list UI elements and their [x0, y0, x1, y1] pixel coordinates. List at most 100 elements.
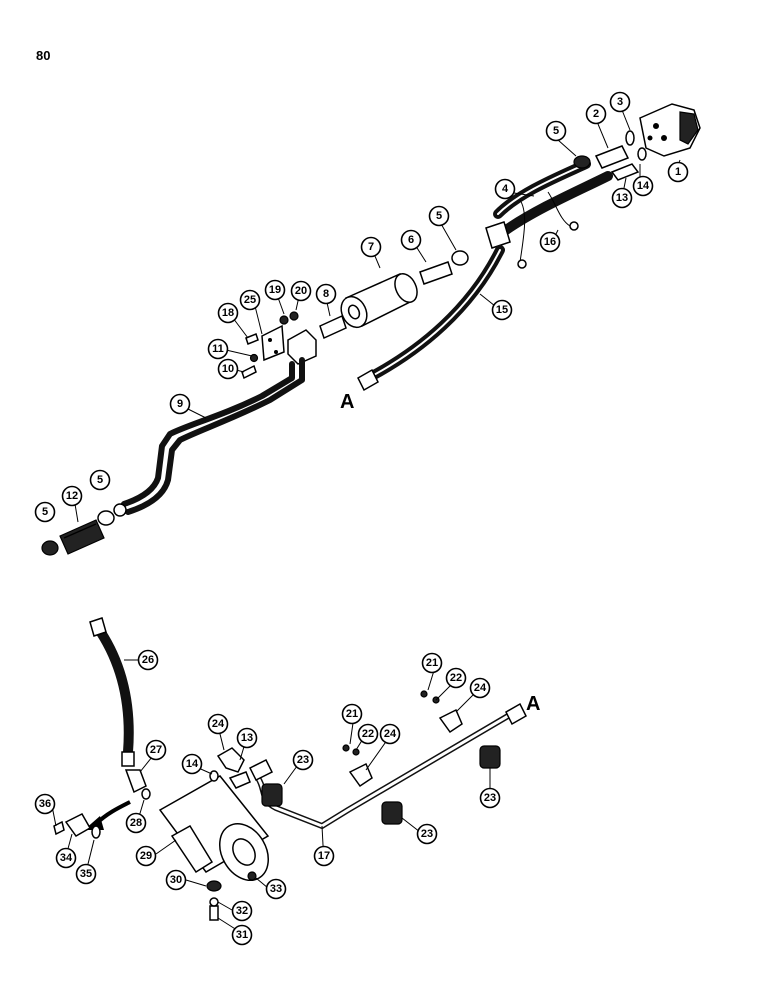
svg-text:2: 2	[593, 108, 599, 120]
callout-labels: 1 2 3 4 5 5 5 5 6 7 8 9 10 11 12 13 13 1…	[34, 91, 689, 946]
svg-text:32: 32	[236, 905, 248, 917]
callout-6: 6	[400, 229, 422, 251]
svg-text:25: 25	[244, 294, 256, 306]
callout-22a: 22	[445, 667, 467, 689]
svg-text:19: 19	[269, 284, 281, 296]
bracket-hardware	[241, 311, 299, 380]
svg-text:24: 24	[384, 728, 397, 740]
svg-text:5: 5	[436, 210, 442, 222]
hose-elbow	[485, 221, 511, 249]
svg-text:10: 10	[222, 363, 234, 375]
filter-fitting	[419, 261, 453, 285]
svg-text:12: 12	[66, 490, 78, 502]
tube-block	[287, 329, 317, 365]
callout-5a: 5	[545, 120, 567, 142]
callout-16: 16	[539, 231, 561, 253]
callout-31: 31	[231, 924, 253, 946]
pump-body	[639, 103, 701, 157]
oil-cooler-canister	[158, 775, 270, 881]
svg-text:7: 7	[368, 241, 374, 253]
svg-text:35: 35	[80, 868, 92, 880]
svg-text:22: 22	[362, 728, 374, 740]
svg-text:6: 6	[408, 234, 414, 246]
callout-18: 18	[217, 302, 239, 324]
callout-17: 17	[313, 845, 335, 867]
svg-text:29: 29	[140, 850, 152, 862]
elbow-fitting	[124, 769, 151, 800]
svg-text:21: 21	[346, 708, 358, 720]
suction-hose	[493, 159, 613, 235]
canister-hardware	[206, 871, 257, 921]
clamp-straps	[517, 191, 579, 269]
callout-29: 29	[135, 845, 157, 867]
callout-24c: 24	[469, 677, 491, 699]
callout-25: 25	[239, 289, 261, 311]
svg-text:33: 33	[270, 883, 282, 895]
svg-text:11: 11	[212, 343, 224, 355]
callout-5b: 5	[428, 205, 450, 227]
svg-text:23: 23	[297, 754, 309, 766]
callout-24b: 24	[379, 723, 401, 745]
rubber-grommet	[261, 745, 501, 825]
svg-text:18: 18	[222, 307, 234, 319]
callout-23a: 23	[292, 749, 314, 771]
callout-21b: 21	[341, 703, 363, 725]
svg-text:31: 31	[236, 929, 248, 941]
callout-3: 3	[609, 91, 631, 113]
filter-housing	[340, 273, 418, 329]
callout-23b: 23	[416, 823, 438, 845]
callout-13b: 13	[236, 727, 258, 749]
callout-28: 28	[125, 812, 147, 834]
pump-fittings	[594, 130, 647, 181]
callout-32: 32	[231, 900, 253, 922]
mounting-bracket	[261, 324, 285, 362]
callout-12: 12	[61, 485, 83, 507]
svg-text:20: 20	[295, 285, 307, 297]
svg-text:5: 5	[42, 506, 48, 518]
svg-text:14: 14	[637, 180, 650, 192]
pressure-hose	[357, 245, 505, 392]
callout-30: 30	[165, 869, 187, 891]
callout-27: 27	[145, 739, 167, 761]
svg-text:30: 30	[170, 874, 182, 886]
callout-22b: 22	[357, 723, 379, 745]
svg-text:24: 24	[474, 682, 487, 694]
svg-text:8: 8	[323, 288, 329, 300]
detail-fitting	[53, 813, 101, 839]
callout-26: 26	[137, 649, 159, 671]
leader-lines	[51, 109, 681, 933]
callout-5c: 5	[34, 501, 56, 523]
detail-arrow	[84, 800, 131, 830]
svg-text:36: 36	[39, 798, 51, 810]
suction-tube	[121, 357, 305, 515]
callout-24a: 24	[207, 713, 229, 735]
filter-nipple	[319, 314, 347, 340]
svg-text:13: 13	[616, 192, 628, 204]
hose-coupling	[41, 503, 127, 556]
connection-point-a-lower: A	[526, 693, 540, 715]
callout-13a: 13	[611, 187, 633, 209]
callout-14b: 14	[181, 753, 203, 775]
svg-text:34: 34	[60, 852, 73, 864]
svg-text:1: 1	[675, 166, 681, 178]
svg-text:22: 22	[450, 672, 462, 684]
callout-20: 20	[290, 280, 312, 302]
svg-text:26: 26	[142, 654, 154, 666]
hose-clamp	[573, 155, 591, 169]
svg-text:21: 21	[426, 657, 438, 669]
svg-text:17: 17	[318, 850, 330, 862]
svg-text:24: 24	[212, 718, 225, 730]
callout-4: 4	[494, 178, 516, 200]
page-number: 80	[36, 48, 50, 63]
callout-33: 33	[265, 878, 287, 900]
callout-35: 35	[75, 863, 97, 885]
callout-34: 34	[55, 847, 77, 869]
svg-text:3: 3	[617, 96, 623, 108]
callout-21a: 21	[421, 652, 443, 674]
callout-11: 11	[207, 338, 229, 360]
connection-point-a-upper: A	[340, 391, 354, 413]
callout-2: 2	[585, 103, 607, 125]
svg-text:14: 14	[186, 758, 199, 770]
svg-text:27: 27	[150, 744, 162, 756]
